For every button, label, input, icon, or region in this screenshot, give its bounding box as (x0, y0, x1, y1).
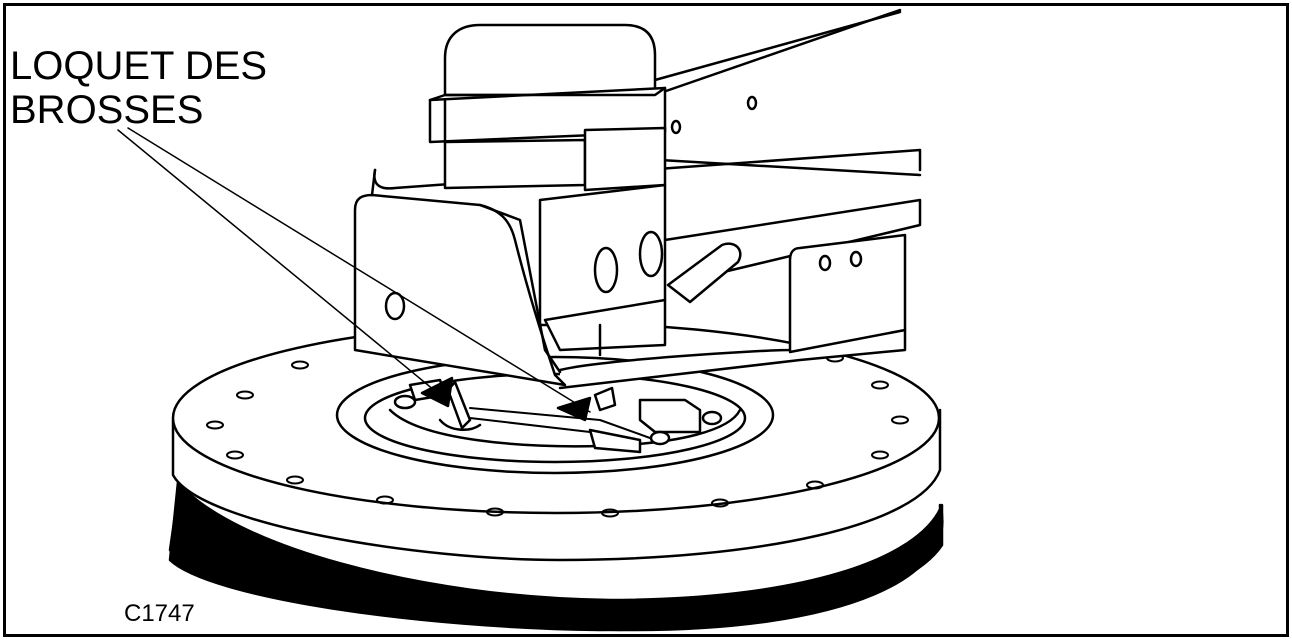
shroud-hole (384, 291, 406, 321)
callout-leaders (117, 127, 591, 413)
brush-latch-callout: LOQUET DES BROSSES (10, 44, 267, 132)
motor-top-cap (443, 23, 657, 97)
callout-line-1: LOQUET DES (10, 44, 268, 88)
arrowhead-left (420, 376, 454, 408)
callout-line-2: BROSSES (10, 88, 204, 132)
motor-band-lower (583, 126, 667, 192)
latch-lever (666, 242, 742, 304)
figure-border (3, 3, 1289, 637)
side-bracket (788, 233, 907, 354)
plate-holes (206, 353, 909, 518)
latch-right (588, 386, 723, 454)
motor-body (443, 138, 587, 190)
arrowhead-right (556, 396, 592, 422)
figure-code: C1747 (124, 600, 195, 627)
front-shroud (353, 193, 567, 387)
